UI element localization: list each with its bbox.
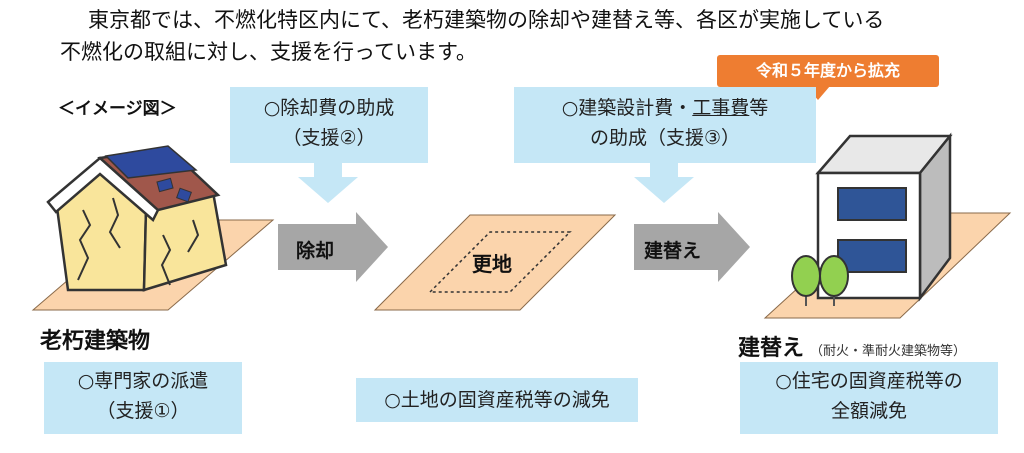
image-caption: ＜イメージ図＞	[58, 99, 177, 119]
support-1-line-2: （支援①）	[96, 400, 190, 422]
old-building-title: 老朽建築物	[40, 329, 151, 354]
support-3-line-1c: 等	[749, 97, 769, 119]
support-1-line-1: ○専門家の派遣	[77, 370, 209, 392]
house-tax-line-1: ○住宅の固資産税等の	[775, 370, 963, 392]
support-3-down-arrow	[634, 163, 694, 203]
intro-line-1: 東京都では、不燃化特区内にて、老朽建築物の除却や建替え等、各区が実施している	[88, 8, 885, 32]
falling-tile-1	[156, 177, 174, 193]
vacant-land-illustration	[373, 214, 617, 311]
support-2-line-2: （支援②）	[282, 127, 376, 149]
rebuild-title-wrap: 建替え （耐火・準耐火建築物等）	[738, 330, 966, 362]
arrow-demolish	[278, 212, 388, 282]
land-tax-box: ○土地の固資産税等の減免	[356, 378, 638, 422]
arrow-demolish-label: 除却	[296, 240, 335, 262]
land-tax-line-1: ○土地の固資産税等の減免	[384, 389, 610, 411]
new-building-illustration	[763, 132, 1012, 319]
new-building-window-2	[837, 239, 907, 273]
support-3-line-1a: ○建築設計費・	[561, 97, 693, 119]
house-tax-box: ○住宅の固資産税等の 全額減免	[740, 362, 998, 434]
support-2-line-1: ○除却費の助成	[263, 97, 395, 119]
rebuild-note: （耐火・準耐火建築物等）	[810, 344, 967, 359]
expansion-badge: 令和５年度から拡充	[717, 55, 939, 87]
crack-2	[108, 197, 121, 249]
support-2-box: ○除却費の助成 （支援②）	[230, 87, 428, 163]
old-building-illustration	[31, 145, 275, 311]
arrow-rebuild	[634, 212, 750, 282]
support-3-line-1: ○建築設計費・工事費等	[514, 93, 816, 123]
crack-3	[160, 234, 172, 286]
tree-2	[819, 255, 849, 297]
crack-4	[187, 219, 200, 253]
old-building-roof-tiles	[104, 145, 198, 179]
support-3-line-2: の助成（支援③）	[589, 127, 741, 149]
rebuild-title: 建替え	[738, 336, 805, 361]
intro-text: 東京都では、不燃化特区内にて、老朽建築物の除却や建替え等、各区が実施している 不…	[60, 4, 1020, 68]
tree-1	[791, 255, 821, 297]
intro-line-2: 不燃化の取組に対し、支援を行っています。	[60, 40, 477, 64]
support-3-box: ○建築設計費・工事費等 の助成（支援③）	[514, 87, 816, 163]
falling-tile-2	[176, 187, 192, 203]
crack-1	[77, 209, 92, 281]
new-building-window-1	[837, 187, 907, 221]
house-tax-line-2: 全額減免	[830, 400, 907, 422]
support-1-box: ○専門家の派遣 （支援①）	[44, 362, 242, 434]
vacant-land-outline	[428, 231, 572, 293]
support-3-line-1b: 工事費	[692, 97, 750, 119]
vacant-land-label: 更地	[472, 252, 512, 276]
support-2-down-arrow	[298, 163, 358, 203]
arrow-rebuild-label: 建替え	[644, 240, 702, 262]
